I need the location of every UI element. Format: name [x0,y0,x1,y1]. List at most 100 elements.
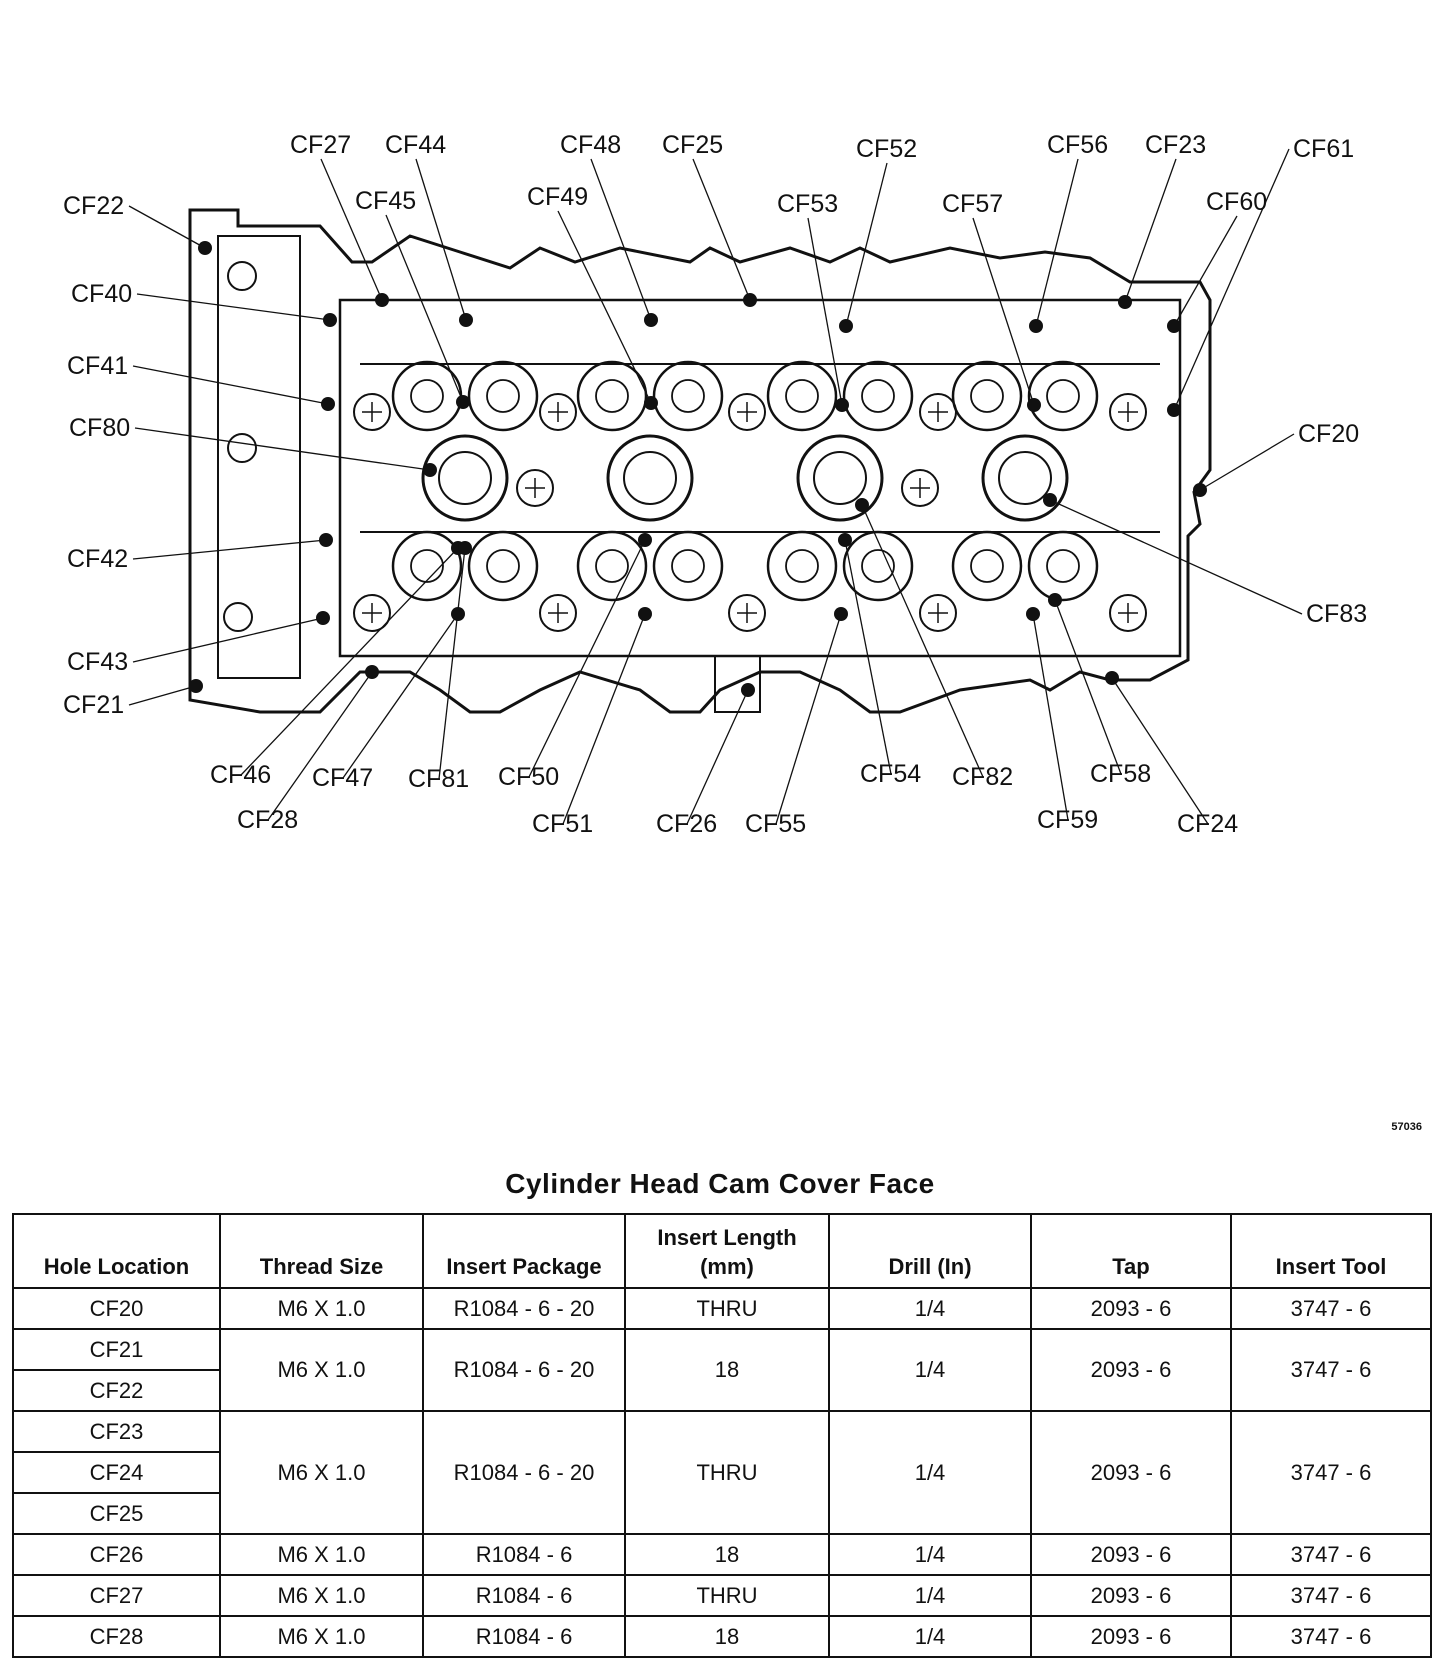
cell-drill: 1/4 [828,1615,1032,1658]
leader-cf81 [438,547,466,780]
hole-cf59 [1026,607,1040,621]
cell-thread-size: M6 X 1.0 [219,1615,424,1658]
valve-stem [785,379,819,413]
leader-cf25 [692,158,751,301]
figure-number: 57036 [1391,1121,1422,1133]
leader-cf53 [807,217,843,406]
callout-label-cf40: CF40 [71,280,132,308]
leader-cf27 [320,158,383,301]
valve-stem [671,549,705,583]
callout-label-cf20: CF20 [1298,420,1359,448]
inner-deck [338,298,1182,658]
valve-bore [652,360,724,432]
leader-cf24 [1111,677,1209,825]
callout-label-cf56: CF56 [1047,131,1108,159]
hole-cf81 [458,541,472,555]
callout-label-cf23: CF23 [1145,131,1206,159]
hole-cf41 [321,397,335,411]
valve-bore [951,360,1023,432]
callout-label-cf82: CF82 [952,763,1013,791]
valve-bore [766,360,838,432]
leader-cf43 [132,617,324,663]
valve-bore [652,530,724,602]
leader-cf47 [342,613,459,779]
callout-label-cf21: CF21 [63,691,124,719]
hole-cf40 [323,313,337,327]
callout-label-cf54: CF54 [860,760,921,788]
callout-label-cf61: CF61 [1293,135,1354,163]
valve-stem [410,549,444,583]
hole-cf82 [855,498,869,512]
head-bolt-boss [353,594,391,632]
leader-cf22 [128,205,206,249]
callout-label-cf53: CF53 [777,190,838,218]
leader-cf56 [1035,158,1079,327]
plug-bore [438,451,492,505]
hole-cf21 [189,679,203,693]
cylinder-head-outline [188,208,1212,714]
leader-cf20 [1199,433,1295,491]
cell-insert-tool: 3747 - 6 [1230,1328,1432,1412]
cell-thread-size: M6 X 1.0 [219,1287,424,1330]
cell-tap: 2093 - 6 [1030,1533,1232,1576]
leader-cf83 [1049,499,1303,615]
cell-drill: 1/4 [828,1574,1032,1617]
cell-drill: 1/4 [828,1533,1032,1576]
cell-hole-location: CF21 [12,1328,221,1371]
valve-stem [970,549,1004,583]
header-insert-package: Insert Package [422,1213,626,1289]
callout-labels: CF20CF21CF22CF23CF24CF25CF26CF27CF28CF40… [63,131,1367,838]
valve-bore [766,530,838,602]
head-bolt-boss [728,393,766,431]
cell-tap: 2093 - 6 [1030,1410,1232,1535]
hole-cf47 [451,607,465,621]
cell-insert-package: R1084 - 6 - 20 [422,1328,626,1412]
callout-label-cf51: CF51 [532,810,593,838]
hole-cf42 [319,533,333,547]
valve-bore [467,530,539,602]
cell-insert-tool: 3747 - 6 [1230,1410,1432,1535]
callout-label-cf80: CF80 [69,414,130,442]
leader-cf57 [972,217,1035,406]
hole-cf56 [1029,319,1043,333]
callout-label-cf59: CF59 [1037,806,1098,834]
cell-insert-length: 18 [624,1533,830,1576]
leader-cf23 [1124,158,1177,303]
header-tap: Tap [1030,1213,1232,1289]
head-bolt-boss [353,393,391,431]
plug-bore [998,451,1052,505]
frame-bolt-boss [227,433,257,463]
leader-cf54 [844,539,892,775]
hole-cf51 [638,607,652,621]
table-title: Cylinder Head Cam Cover Face [505,1168,935,1199]
valve-bore [951,530,1023,602]
head-bolt-boss [1109,393,1147,431]
callout-label-cf58: CF58 [1090,760,1151,788]
callout-label-cf27: CF27 [290,131,351,159]
callout-label-cf48: CF48 [560,131,621,159]
leader-cf21 [128,685,197,706]
cell-insert-length: THRU [624,1574,830,1617]
leader-cf26 [686,689,749,825]
callout-label-cf26: CF26 [656,810,717,838]
valve-bore [842,530,914,602]
callout-label-cf46: CF46 [210,761,271,789]
hole-cf49 [644,396,658,410]
timing-end-frame [217,235,301,679]
header-insert-length: Insert Length(mm) [624,1213,830,1289]
callout-label-cf47: CF47 [312,764,373,792]
head-bolt-boss [901,469,939,507]
cell-tap: 2093 - 6 [1030,1287,1232,1330]
leader-cf41 [132,365,329,405]
leader-cf42 [132,539,327,560]
callout-label-cf24: CF24 [1177,810,1238,838]
table-row: CF24 [12,1451,1431,1494]
valve-bore [576,530,648,602]
head-bolt-boss [539,393,577,431]
callout-label-cf43: CF43 [67,648,128,676]
callout-label-cf41: CF41 [67,352,128,380]
